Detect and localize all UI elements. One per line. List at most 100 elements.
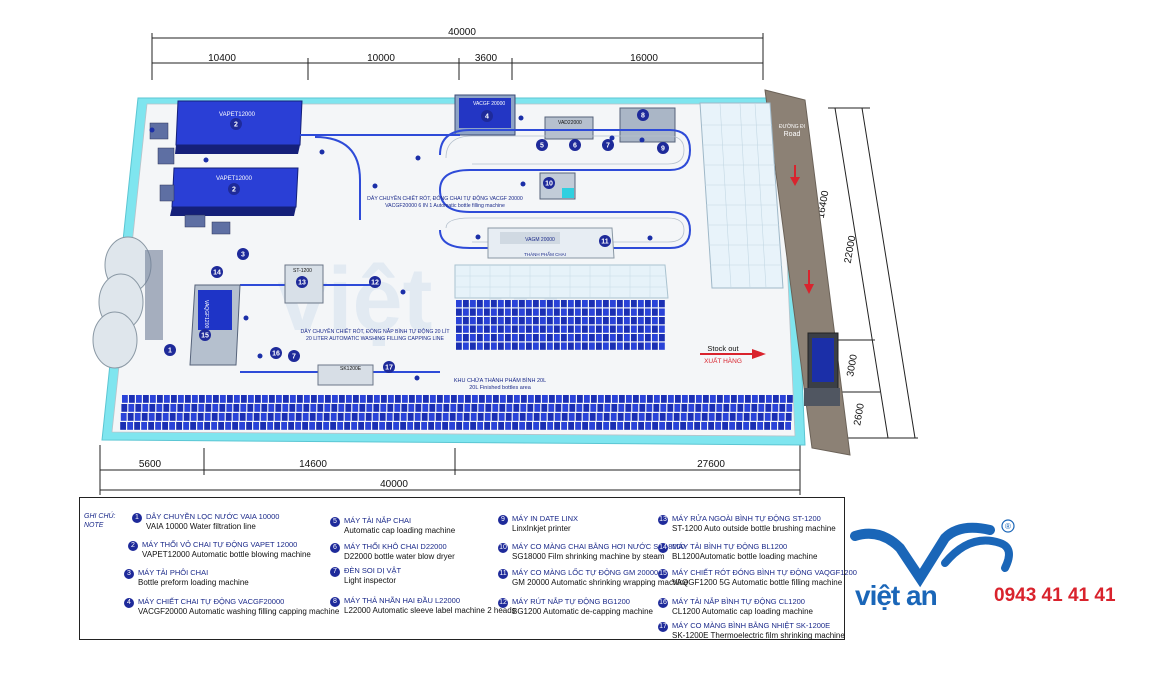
bottle-cell (358, 422, 364, 430)
legend-number: 3 (124, 569, 134, 579)
bottle-cell (449, 422, 455, 430)
bottle-cell (743, 413, 750, 421)
bottle-cell (428, 422, 434, 430)
bottle-cell (477, 342, 483, 350)
bottle-cell (470, 308, 476, 316)
bottle-cell (211, 413, 218, 421)
bottle-cell (359, 404, 366, 412)
bottle-cell (673, 413, 680, 421)
bottle-cell (337, 422, 343, 430)
bottle-cell (255, 395, 261, 403)
bottle-cell (660, 404, 667, 412)
bottle-cell (387, 404, 394, 412)
bottle-cell (618, 404, 625, 412)
bottle-cell (484, 334, 490, 342)
bottle-cell (631, 317, 637, 325)
bottle-cell (723, 404, 730, 412)
bottle-cell (143, 395, 149, 403)
bottle-cell (281, 413, 288, 421)
bottle-cell (687, 413, 694, 421)
bottle-cell (673, 422, 679, 430)
bottle-cell (715, 422, 721, 430)
bottle-cell (512, 317, 518, 325)
bottle-cell (596, 422, 602, 430)
marker-12: 12 (369, 276, 381, 288)
bottle-cell (505, 300, 511, 308)
bottle-cell (575, 422, 581, 430)
bottle-cell (659, 342, 665, 350)
bottle-cell (611, 404, 618, 412)
bottle-cell (710, 395, 716, 403)
bottle-cell (779, 404, 786, 412)
bottle-cell (372, 422, 378, 430)
vaqgf-machine (189, 284, 241, 366)
bottle-cell (688, 404, 695, 412)
legend-number: 11 (498, 569, 508, 579)
bottle-cell (442, 413, 449, 421)
bottle-cell (414, 422, 420, 430)
bottle-cell (617, 342, 623, 350)
bottle-cell (393, 422, 399, 430)
bottle-cell (561, 308, 567, 316)
bottle-cell (505, 325, 511, 333)
bottle-cell (631, 308, 637, 316)
bottle-cell (484, 325, 490, 333)
svg-text:5: 5 (540, 143, 544, 150)
bottle-cell (457, 404, 464, 412)
dim-top-seg-1: 10400 (208, 53, 236, 64)
road-arrows (790, 165, 814, 294)
bottle-cell (274, 413, 281, 421)
legend-number: 10 (498, 543, 508, 553)
marker-13: 13 (296, 276, 308, 288)
bottle-cell (304, 395, 310, 403)
bottle-cell (220, 395, 226, 403)
bottle-cell (498, 300, 504, 308)
bottle-cell (737, 404, 744, 412)
bottle-cell (408, 404, 415, 412)
legend-header-vi: GHI CHÚ: (84, 513, 116, 520)
bottle-cell (190, 413, 197, 421)
bottle-cell (477, 300, 483, 308)
marker-9: 9 (657, 142, 669, 154)
bottle-cell (414, 413, 421, 421)
bottle-cell (785, 422, 791, 430)
bottle-cell (722, 413, 729, 421)
bottle-cell (624, 325, 630, 333)
bottle-cell (400, 422, 406, 430)
bottom-dimension-lines (99, 445, 801, 495)
bottle-cell (520, 404, 527, 412)
bottle-cell (351, 413, 358, 421)
bottle-cell (493, 395, 499, 403)
bottle-cell (575, 317, 581, 325)
bottle-cell (694, 413, 701, 421)
bottle-cell (491, 317, 497, 325)
bottle-cell (729, 422, 735, 430)
bottle-cell (318, 395, 324, 403)
bottle-cell (624, 334, 630, 342)
bottle-cell (262, 395, 268, 403)
bottle-cell (652, 342, 658, 350)
legend-label-vi: MÁY RÚT NẮP TỰ ĐỘNG BG1200 (512, 597, 630, 606)
bottle-cell (464, 404, 471, 412)
bottle-cell (185, 395, 191, 403)
bottle-cell (290, 395, 296, 403)
bottle-cell (527, 404, 534, 412)
legend-label-vi: MÁY TẢI NẮP CHAI (344, 516, 412, 525)
bottle-cell (624, 342, 630, 350)
bottle-cell (625, 404, 632, 412)
bottle-cell (771, 413, 778, 421)
conveyor-lines (300, 129, 692, 249)
bottle-cell (787, 395, 793, 403)
bottle-cell (561, 334, 567, 342)
bottle-cell (289, 404, 296, 412)
bottle-cell (141, 413, 148, 421)
bottle-cell (148, 413, 155, 421)
bottle-cell (568, 342, 574, 350)
bottle-cell (435, 413, 442, 421)
bottle-cell (610, 422, 616, 430)
bottle-cell (645, 308, 651, 316)
bottle-cell (470, 422, 476, 430)
bottle-cell (540, 334, 546, 342)
bottle-cell (596, 317, 602, 325)
bottle-cell (575, 334, 581, 342)
